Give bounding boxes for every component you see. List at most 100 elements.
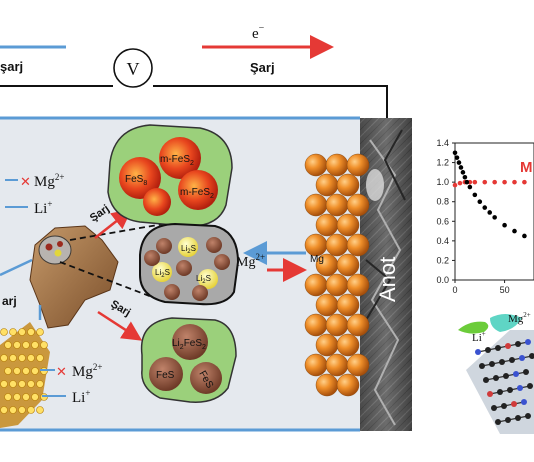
graphene-atom <box>511 401 517 407</box>
graphene-atom <box>475 349 481 355</box>
anode-block <box>360 118 412 431</box>
graphene-atom <box>515 341 521 347</box>
graphene-atom <box>505 343 511 349</box>
lattice-atom <box>31 367 39 375</box>
particle-mfes2-top-label: m-FeS2 <box>160 154 194 167</box>
lattice-atom <box>13 341 21 349</box>
series-black-point <box>472 192 478 198</box>
lattice-atom <box>18 406 26 414</box>
graphene-atom <box>487 391 493 397</box>
lattice-atom <box>9 328 17 336</box>
lattice-atom <box>27 328 35 336</box>
lattice-atom <box>9 354 17 362</box>
y-tick-label: 1.0 <box>436 177 449 187</box>
mg-sphere <box>336 373 360 397</box>
graphene-atom <box>509 357 515 363</box>
lattice-atom <box>18 328 26 336</box>
lower-legend-mg: Mg2+ <box>72 362 102 380</box>
lattice-atom <box>22 393 30 401</box>
li-ion-blob <box>458 321 489 334</box>
lattice-atom <box>18 380 26 388</box>
graphene-atom <box>529 353 534 359</box>
lower-particle <box>140 317 237 403</box>
graphene-atom <box>513 371 519 377</box>
series-black-point <box>456 160 462 165</box>
series-black-point <box>467 184 473 190</box>
lattice-atom <box>0 328 8 336</box>
series-m-point <box>457 180 463 186</box>
lattice-body <box>0 322 50 428</box>
mg-sphere <box>325 193 349 217</box>
lattice-atom <box>22 367 30 375</box>
y-tick-label: 0.0 <box>436 275 449 285</box>
lattice-atom <box>13 393 21 401</box>
graphene-atom <box>517 385 523 391</box>
dashed-line-upper <box>69 221 176 241</box>
series-black-point <box>462 174 468 180</box>
series-black-point <box>512 228 517 234</box>
graphene-sheet <box>466 330 534 434</box>
mg-sphere <box>325 233 349 257</box>
graphene-atom <box>505 417 511 423</box>
lattice-atom <box>4 367 12 375</box>
lower-ion-legend: ✕ Mg2+ Li+ <box>40 362 102 406</box>
lattice-atom <box>18 354 26 362</box>
graphene-atom <box>521 399 527 405</box>
upper-legend-li: Li+ <box>34 199 52 217</box>
fes-ball <box>214 254 230 270</box>
upper-legend-cross: ✕ <box>20 174 31 189</box>
lattice-atom <box>0 354 8 362</box>
graphene-atom <box>493 375 499 381</box>
lattice-atom <box>9 380 17 388</box>
series-black-point <box>460 170 466 175</box>
x-tick-label: 50 <box>500 285 510 295</box>
mg-sphere <box>346 353 370 377</box>
graphene-atom <box>483 377 489 383</box>
mg-sphere <box>346 193 370 217</box>
lattice-atom <box>36 380 44 388</box>
lattice-atom <box>4 341 12 349</box>
fes-ball <box>144 250 160 266</box>
mg-ion-label: Mg2+ <box>236 252 265 270</box>
fes-ball <box>206 237 222 253</box>
series-black-point <box>492 215 497 220</box>
particle-mfes2-bottom-label: m-FeS2 <box>180 187 214 200</box>
mg-sphere <box>346 153 370 177</box>
anode-label: Anot <box>375 257 400 302</box>
mg-sphere <box>336 173 360 197</box>
mg-sphere <box>336 253 360 277</box>
graphene-lattice <box>475 339 534 425</box>
mg-sphere <box>315 213 339 237</box>
y-tick-label: 1.4 <box>436 138 449 148</box>
lattice-atom <box>22 341 30 349</box>
series-black-point <box>464 179 470 185</box>
lattice-atom <box>36 406 44 414</box>
lower-charge-arrow <box>97 310 143 341</box>
upper-ion-legend: ✕ Mg2+ Li+ <box>5 172 64 217</box>
mg-sphere <box>315 293 339 317</box>
y-tick-label: 0.6 <box>436 216 449 226</box>
upper-particle <box>107 124 233 227</box>
graphene-atom <box>495 419 501 425</box>
series-m-point <box>452 182 458 188</box>
graphene-atom <box>525 339 531 345</box>
circuit-wire <box>0 85 388 118</box>
mg-ion-blob <box>490 314 522 332</box>
lattice-atom <box>4 393 12 401</box>
mg-metal-label: Mg <box>310 254 324 265</box>
graphene-atom <box>507 387 513 393</box>
mg-sphere <box>346 233 370 257</box>
mg-sphere <box>325 273 349 297</box>
mg-sphere <box>315 373 339 397</box>
mg-sphere <box>304 313 328 337</box>
mg-sphere <box>325 313 349 337</box>
series-black-point <box>454 155 460 160</box>
lattice-atom <box>27 380 35 388</box>
fes2-grain <box>29 225 119 329</box>
graphene-atom <box>485 347 491 353</box>
graphene-atom <box>479 363 485 369</box>
series-black-point <box>522 233 527 239</box>
mg-sphere <box>346 313 370 337</box>
graphene-atom <box>527 383 533 389</box>
graphene-atom <box>515 415 521 421</box>
